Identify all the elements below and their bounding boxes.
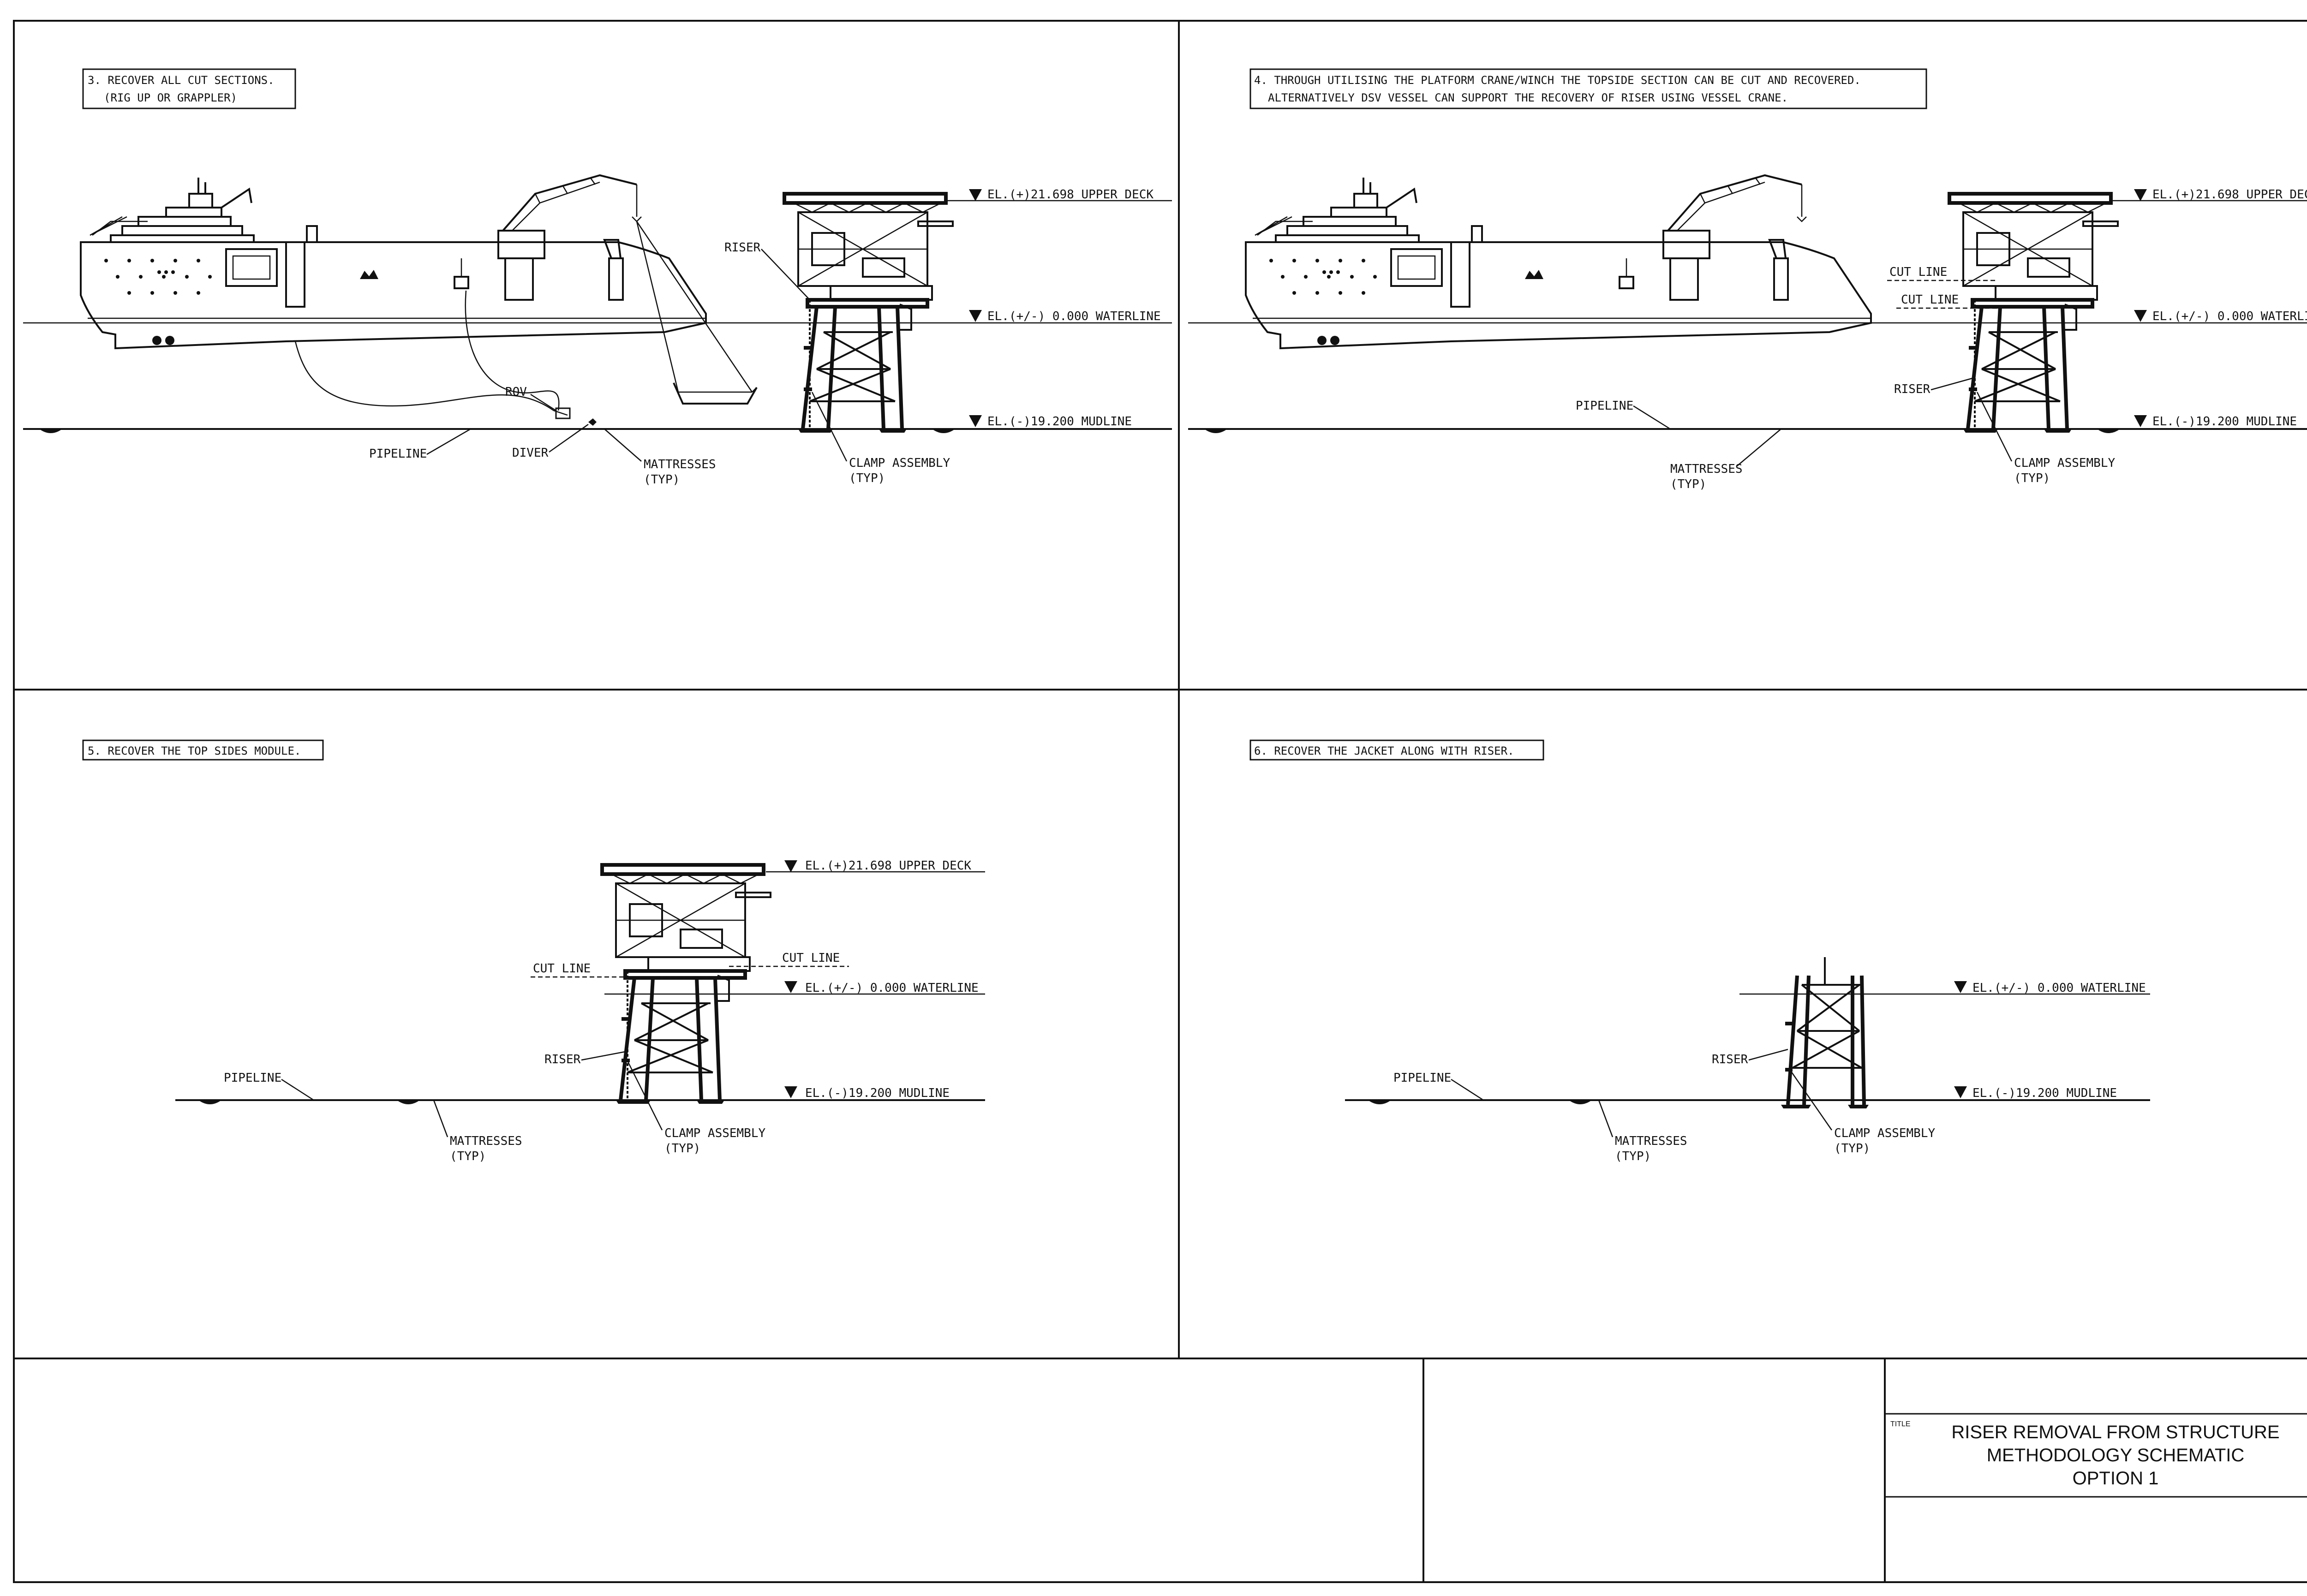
label-mattresses: MATTRESSES (450, 1134, 522, 1148)
marker-mudline (2134, 415, 2147, 427)
panel-step-4: 4. THROUGH UTILISING THE PLATFORM CRANE/… (1188, 68, 2307, 491)
label-mattresses: MATTRESSES (644, 458, 716, 471)
platform-full (1949, 194, 2118, 433)
label-mattresses-typ: (TYP) (644, 473, 680, 487)
label-riser: RISER (724, 241, 761, 255)
label-upper-deck: EL.(+)21.698 UPPER DECK (805, 859, 971, 873)
label-clamp-typ: (TYP) (664, 1142, 700, 1155)
label-clamp-typ: (TYP) (1834, 1142, 1870, 1155)
label-clamp-assembly: CLAMP ASSEMBLY (2014, 456, 2115, 470)
label-pipeline: PIPELINE (1393, 1071, 1451, 1085)
title-field-label: TITLE (1890, 1420, 1911, 1428)
marker-waterline (969, 310, 982, 322)
label-riser: RISER (1712, 1053, 1748, 1066)
panel-step-3: 3. RECOVER ALL CUT SECTIONS. (RIG UP OR … (23, 68, 1172, 487)
label-upper-deck: EL.(+)21.698 UPPER DECK (987, 188, 1154, 202)
label-mattresses-typ: (TYP) (450, 1149, 486, 1163)
label-mattresses-typ: (TYP) (1670, 477, 1706, 491)
label-mattresses: MATTRESSES (1615, 1134, 1687, 1148)
label-mattresses: MATTRESSES (1670, 462, 1743, 476)
label-clamp-typ: (TYP) (849, 471, 885, 485)
panel-4-note-line2: ALTERNATIVELY DSV VESSEL CAN SUPPORT THE… (1268, 91, 1788, 104)
label-rov: ROV (505, 385, 527, 399)
panel-3-note-line1: 3. RECOVER ALL CUT SECTIONS. (88, 74, 275, 87)
jacket (1781, 957, 1869, 1108)
title-block: TITLE RISER REMOVAL FROM STRUCTURE METHO… (1422, 1358, 2307, 1582)
label-mudline: EL.(-)19.200 MUDLINE (1972, 1086, 2117, 1100)
marker-upper-deck (2134, 189, 2147, 201)
label-mudline: EL.(-)19.200 MUDLINE (2152, 415, 2297, 429)
drawing-title-line2: METHODOLOGY SCHEMATIC (1987, 1445, 2245, 1465)
label-riser: RISER (544, 1053, 581, 1066)
label-cut-line-lower: CUT LINE (1901, 293, 1959, 307)
label-pipeline: PIPELINE (369, 447, 427, 461)
label-waterline: EL.(+/-) 0.000 WATERLINE (1972, 981, 2146, 995)
drawing-title-line3: OPTION 1 (2073, 1468, 2159, 1489)
panel-4-note-line1: 4. THROUGH UTILISING THE PLATFORM CRANE/… (1254, 74, 1861, 87)
platform-full (602, 865, 771, 1104)
panel-6-note-box (1249, 739, 1544, 761)
marker-mudline (784, 1086, 797, 1098)
marker-upper-deck (969, 189, 982, 201)
panel-3-note-box (82, 68, 296, 109)
label-clamp-typ: (TYP) (2014, 471, 2050, 485)
platform-full (784, 194, 953, 433)
label-pipeline: PIPELINE (224, 1071, 281, 1085)
label-clamp-assembly: CLAMP ASSEMBLY (664, 1126, 765, 1140)
panel-5-note-box (82, 739, 324, 761)
label-waterline: EL.(+/-) 0.000 WATERLINE (2152, 310, 2307, 323)
marker-mudline (1954, 1086, 1967, 1098)
label-mudline: EL.(-)19.200 MUDLINE (987, 415, 1132, 429)
panel-6-note-line1: 6. RECOVER THE JACKET ALONG WITH RISER. (1254, 744, 1514, 757)
label-upper-deck: EL.(+)21.698 UPPER DECK (2152, 188, 2307, 202)
label-waterline: EL.(+/-) 0.000 WATERLINE (987, 310, 1161, 323)
marker-mudline (969, 415, 982, 427)
label-pipeline: PIPELINE (1576, 399, 1633, 413)
marker-upper-deck (784, 860, 797, 872)
label-waterline: EL.(+/-) 0.000 WATERLINE (805, 981, 979, 995)
panel-5-note-line1: 5. RECOVER THE TOP SIDES MODULE. (88, 744, 301, 757)
panel-step-5: 5. RECOVER THE TOP SIDES MODULE. EL.(+)2… (82, 739, 985, 1163)
panel-4-note-box (1249, 68, 1927, 109)
panel-step-6: 6. RECOVER THE JACKET ALONG WITH RISER. … (1249, 739, 2150, 1163)
marker-waterline (784, 981, 797, 993)
label-cut-line-upper: CUT LINE (1889, 265, 1947, 279)
drawing-title-line1: RISER REMOVAL FROM STRUCTURE (1951, 1422, 2279, 1442)
rov (555, 407, 571, 419)
label-clamp-assembly: CLAMP ASSEMBLY (1834, 1126, 1935, 1140)
label-cut-line-left: CUT LINE (533, 962, 591, 976)
label-clamp-assembly: CLAMP ASSEMBLY (849, 456, 950, 470)
panel-3-note-line2: (RIG UP OR GRAPPLER) (104, 91, 237, 104)
label-diver: DIVER (512, 446, 549, 460)
label-riser: RISER (1894, 382, 1930, 396)
label-mudline: EL.(-)19.200 MUDLINE (805, 1086, 950, 1100)
label-mattresses-typ: (TYP) (1615, 1149, 1651, 1163)
label-cut-line-right: CUT LINE (782, 951, 840, 965)
marker-waterline (1954, 981, 1967, 993)
marker-waterline (2134, 310, 2147, 322)
